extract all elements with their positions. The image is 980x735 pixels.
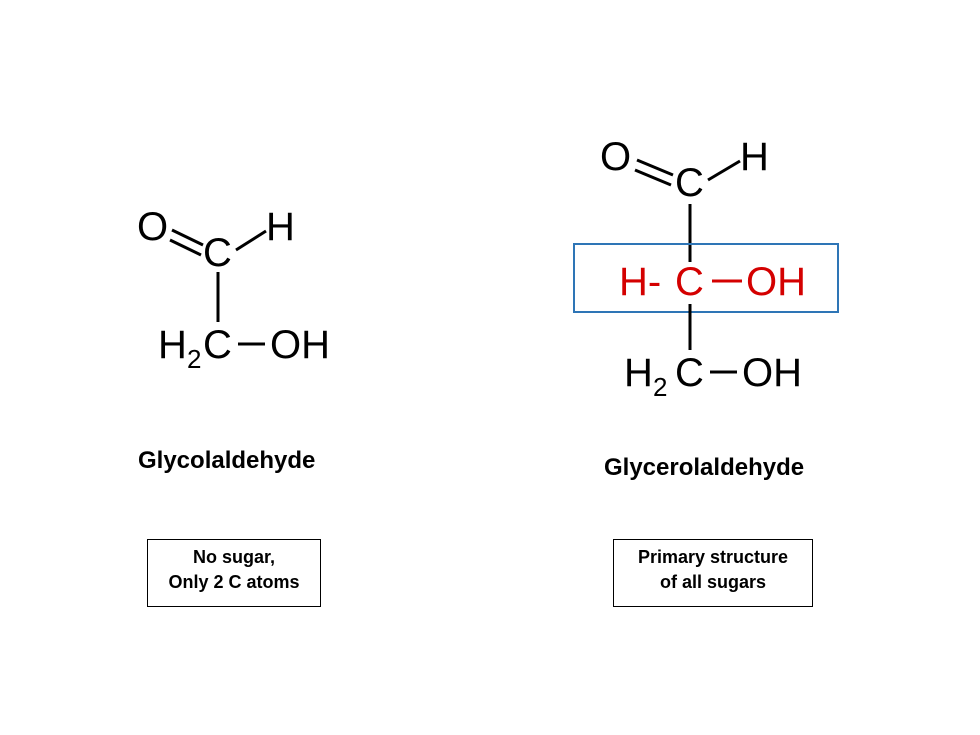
glycol-oxygen-atom: O [137,205,168,249]
glycol-h2c-carbon: C [203,323,232,367]
glycer-middle-hydroxyl: OH [746,260,806,304]
glycolaldehyde-structure: O C H H 2 C OH [137,205,330,374]
glycol-h2c-subscript: 2 [187,344,201,374]
glycol-h2c-hydrogen: H [158,323,187,367]
highlight-box [573,243,839,313]
glycer-double-bond-a [636,158,674,177]
glycol-double-bond-b [169,238,202,257]
glycol-aldehyde-hydrogen: H [266,205,295,249]
glycerolaldehyde-note: Primary structure of all sugars [613,539,813,607]
glycol-double-bond-a [171,228,204,247]
glycer-aldehyde-hydrogen: H [740,135,769,179]
glycerolaldehyde-name: Glycerolaldehyde [604,454,805,481]
glycol-ch-bond [235,229,267,252]
glycer-h2c-subscript: 2 [653,372,667,402]
glycerolaldehyde-note-line2: of all sugars [659,572,767,592]
glycer-carbonyl-carbon: C [675,161,704,205]
glycolaldehyde-note-line2: Only 2 C atoms [168,572,300,592]
glycer-middle-hydrogen: H- [619,260,661,304]
glycer-middle-carbon: C [675,260,704,304]
glycolaldehyde-note-line1: No sugar, [192,547,276,567]
glycol-hydroxyl-group: OH [270,323,330,367]
glycerolaldehyde-note-line1: Primary structure [637,547,789,567]
glycol-carbonyl-carbon: C [203,231,232,275]
glycer-ch-bond [707,159,741,182]
glycer-hydroxyl-group: OH [742,351,802,395]
glycer-h2c-hydrogen: H [624,351,653,395]
glycolaldehyde-name: Glycolaldehyde [138,447,316,474]
glycer-double-bond-b [634,168,672,187]
glycer-h2c-carbon: C [675,351,704,395]
glycolaldehyde-note: No sugar, Only 2 C atoms [147,539,321,607]
glycerolaldehyde-structure: O C H H- C OH H 2 C OH [573,135,839,402]
glycer-oxygen-atom: O [600,135,631,179]
